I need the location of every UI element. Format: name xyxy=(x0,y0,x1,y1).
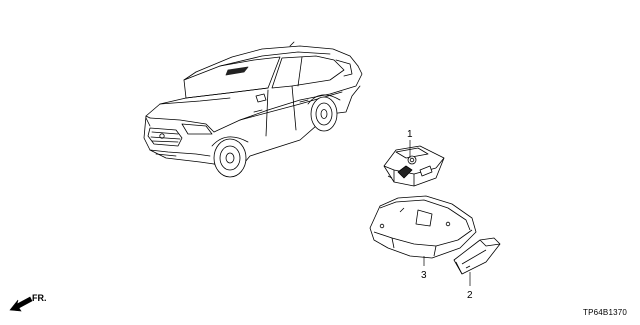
vehicle-illustration xyxy=(143,41,363,178)
diagram-code: TP64B1370 xyxy=(583,308,627,317)
callout-3: 3 xyxy=(421,270,427,281)
callout-2: 2 xyxy=(467,290,473,301)
sensor-location-mark xyxy=(225,66,249,76)
part-2-bracket xyxy=(453,237,501,275)
callout-leaders xyxy=(409,140,471,286)
front-direction-arrow: FR. xyxy=(9,293,47,312)
part-1-camera-unit xyxy=(383,145,445,187)
direction-label: FR. xyxy=(32,293,47,303)
arrow-left-icon xyxy=(9,296,33,312)
callout-1: 1 xyxy=(407,129,413,140)
part-3-cover xyxy=(369,195,477,259)
